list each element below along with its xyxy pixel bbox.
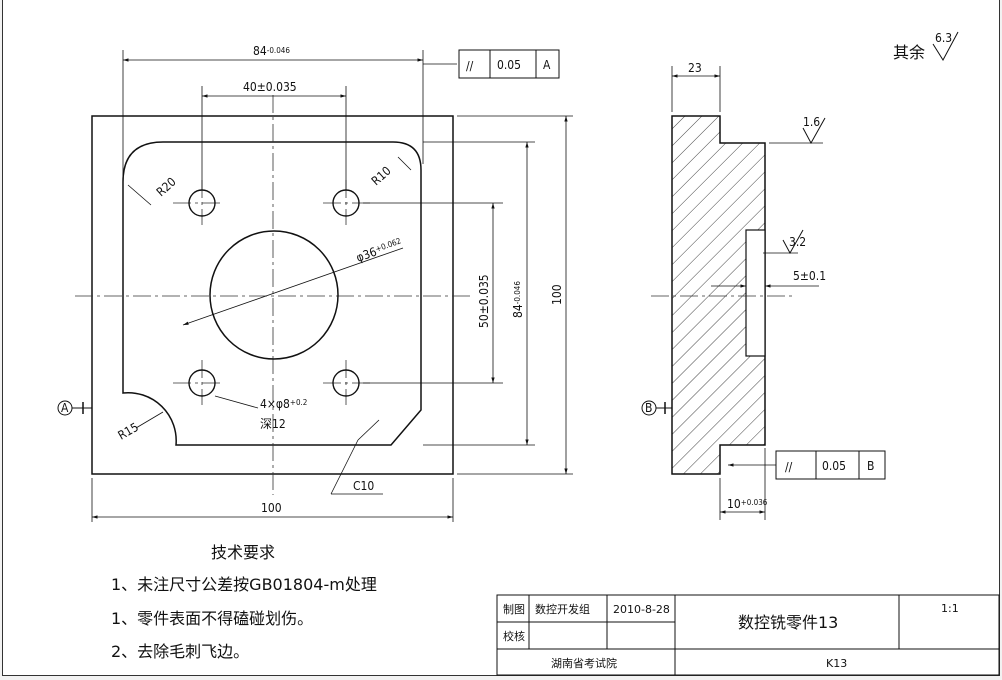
- fcf-top: // 0.05 A: [423, 49, 560, 79]
- svg-text:6.3: 6.3: [935, 31, 952, 45]
- svg-text:0.05: 0.05: [822, 459, 846, 473]
- dim-overall-width: 84-0.046: [253, 44, 290, 58]
- surface-finish-top: 1.6: [802, 115, 826, 145]
- technical-requirements: 技术要求 1、未注尺寸公差按GB01804-m处理 1、零件表面不得磕碰划伤。 …: [111, 543, 377, 661]
- drawn-by: 数控开发组: [535, 602, 590, 616]
- svg-text:3.2: 3.2: [789, 235, 806, 249]
- center-lines: [75, 95, 471, 495]
- title-block: 制图 数控开发组 2010-8-28 校核 数控铣零件13 1:1 湖南省考试院…: [496, 594, 1000, 676]
- center-bore: [209, 230, 339, 360]
- organization: 湖南省考试院: [551, 656, 617, 670]
- front-view: 84-0.046 40±0.035 100 50±0.035 84-0.046 …: [57, 44, 573, 522]
- svg-text:A: A: [543, 58, 551, 72]
- extension-lines: [91, 50, 573, 522]
- svg-text:其余: 其余: [893, 43, 925, 62]
- engineering-drawing: 84-0.046 40±0.035 100 50±0.035 84-0.046 …: [57, 31, 1000, 676]
- drawn-label: 制图: [503, 603, 525, 616]
- datum-b-marker: B: [641, 400, 672, 416]
- label-r10: R10: [369, 164, 394, 189]
- surface-finish-pocket: 3.2: [782, 229, 806, 255]
- part-name: 数控铣零件13: [738, 613, 838, 632]
- requirements-title: 技术要求: [211, 543, 275, 562]
- svg-text://: //: [785, 460, 793, 474]
- label-hole-callout: 4×φ8+0.2: [260, 397, 307, 411]
- checked-label: 校核: [503, 629, 525, 643]
- svg-text:1.6: 1.6: [803, 115, 820, 129]
- requirement-item-3: 2、去除毛刺飞边。: [111, 642, 249, 661]
- dim-block-width: 100: [261, 501, 282, 515]
- svg-text:B: B: [867, 459, 874, 473]
- dim-block-height: 100: [550, 284, 564, 305]
- boss-profile: [122, 141, 422, 446]
- dim-hole-spacing-x: 40±0.035: [243, 80, 297, 94]
- requirement-item-2: 1、零件表面不得磕碰划伤。: [111, 609, 313, 628]
- dim-thickness: 23: [688, 61, 702, 75]
- stock-outline: [91, 115, 454, 475]
- fcf-bottom: // 0.05 B: [775, 450, 886, 480]
- dimension-lines: [92, 58, 568, 519]
- requirement-item-1: 1、未注尺寸公差按GB01804-m处理: [111, 575, 377, 594]
- scale: 1:1: [941, 602, 959, 615]
- dim-pocket-depth: 5±0.1: [793, 269, 826, 283]
- dim-step-height: 10+0.036: [727, 497, 768, 511]
- side-pocket: [745, 229, 766, 357]
- label-r15: R15: [116, 420, 141, 443]
- dim-overall-height: 84-0.046: [511, 281, 525, 318]
- general-roughness-note: 其余 6.3: [893, 31, 959, 62]
- svg-text:A: A: [61, 401, 69, 415]
- drawing-date: 2010-8-28: [613, 603, 670, 616]
- side-view: 23 5±0.1 10+0.036 1.6 3.2 B // 0.05 B: [641, 61, 886, 520]
- datum-a-marker: A: [57, 400, 92, 416]
- svg-text://: //: [466, 59, 474, 73]
- side-section: [671, 115, 766, 475]
- svg-text:0.05: 0.05: [497, 58, 521, 72]
- hole-bottom-right: [332, 369, 360, 397]
- hole-bottom-left: [188, 369, 216, 397]
- svg-text:B: B: [645, 401, 652, 415]
- dim-hole-spacing-y: 50±0.035: [477, 274, 491, 328]
- part-number: K13: [826, 657, 847, 670]
- label-r20: R20: [154, 175, 179, 200]
- label-hole-depth: 深12: [260, 417, 286, 431]
- label-chamfer: C10: [353, 479, 374, 493]
